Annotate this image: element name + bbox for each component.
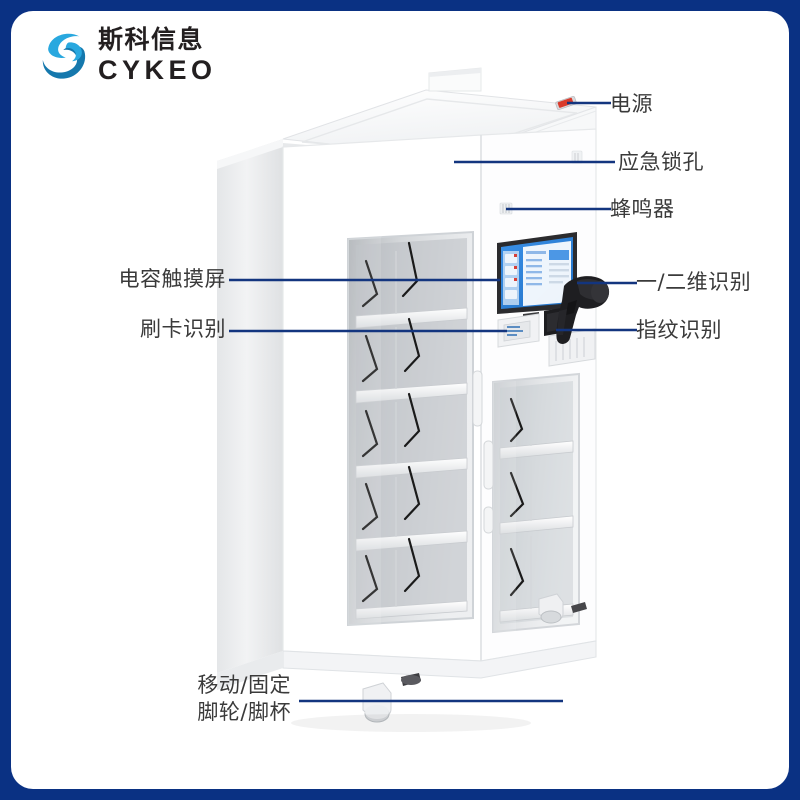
power-switch[interactable] (555, 96, 577, 110)
brand-text: 斯科信息 CYKEO (98, 25, 258, 85)
left-shelf-group (355, 307, 468, 620)
cabinet-base (217, 640, 597, 690)
caster-foot (362, 593, 587, 723)
callout-label-caster: 移动/固定 脚轮/脚杯 (197, 673, 291, 724)
brand-logo: 斯科信息 CYKEO (36, 22, 256, 92)
callout-label-power: 电源 (610, 92, 653, 116)
swirl-s-logo-icon (42, 33, 86, 79)
content-panel: 斯科信息 CYKEO (11, 11, 789, 789)
cabinet-left-side (217, 139, 283, 673)
callout-label-touchscreen: 电容触摸屏 (118, 267, 226, 291)
card-reader[interactable] (497, 313, 540, 348)
callout-label-barcode: 一/二维识别 (636, 270, 752, 294)
brand-name-cn: 斯科信息 (98, 25, 205, 54)
brand-name-en: CYKEO (98, 55, 217, 85)
left-glass-door[interactable] (347, 230, 474, 627)
callout-label-lock: 应急锁孔 (618, 150, 704, 174)
right-glass-door[interactable] (492, 372, 580, 634)
right-door-handle[interactable] (483, 440, 494, 534)
cabinet-illustration (217, 67, 637, 732)
left-door-handle[interactable] (472, 370, 483, 427)
callout-label-cardreader: 刷卡识别 (140, 317, 226, 341)
callout-label-buzzer: 蜂鸣器 (610, 197, 675, 221)
callout-label-fingerprint: 指纹识别 (636, 318, 722, 342)
